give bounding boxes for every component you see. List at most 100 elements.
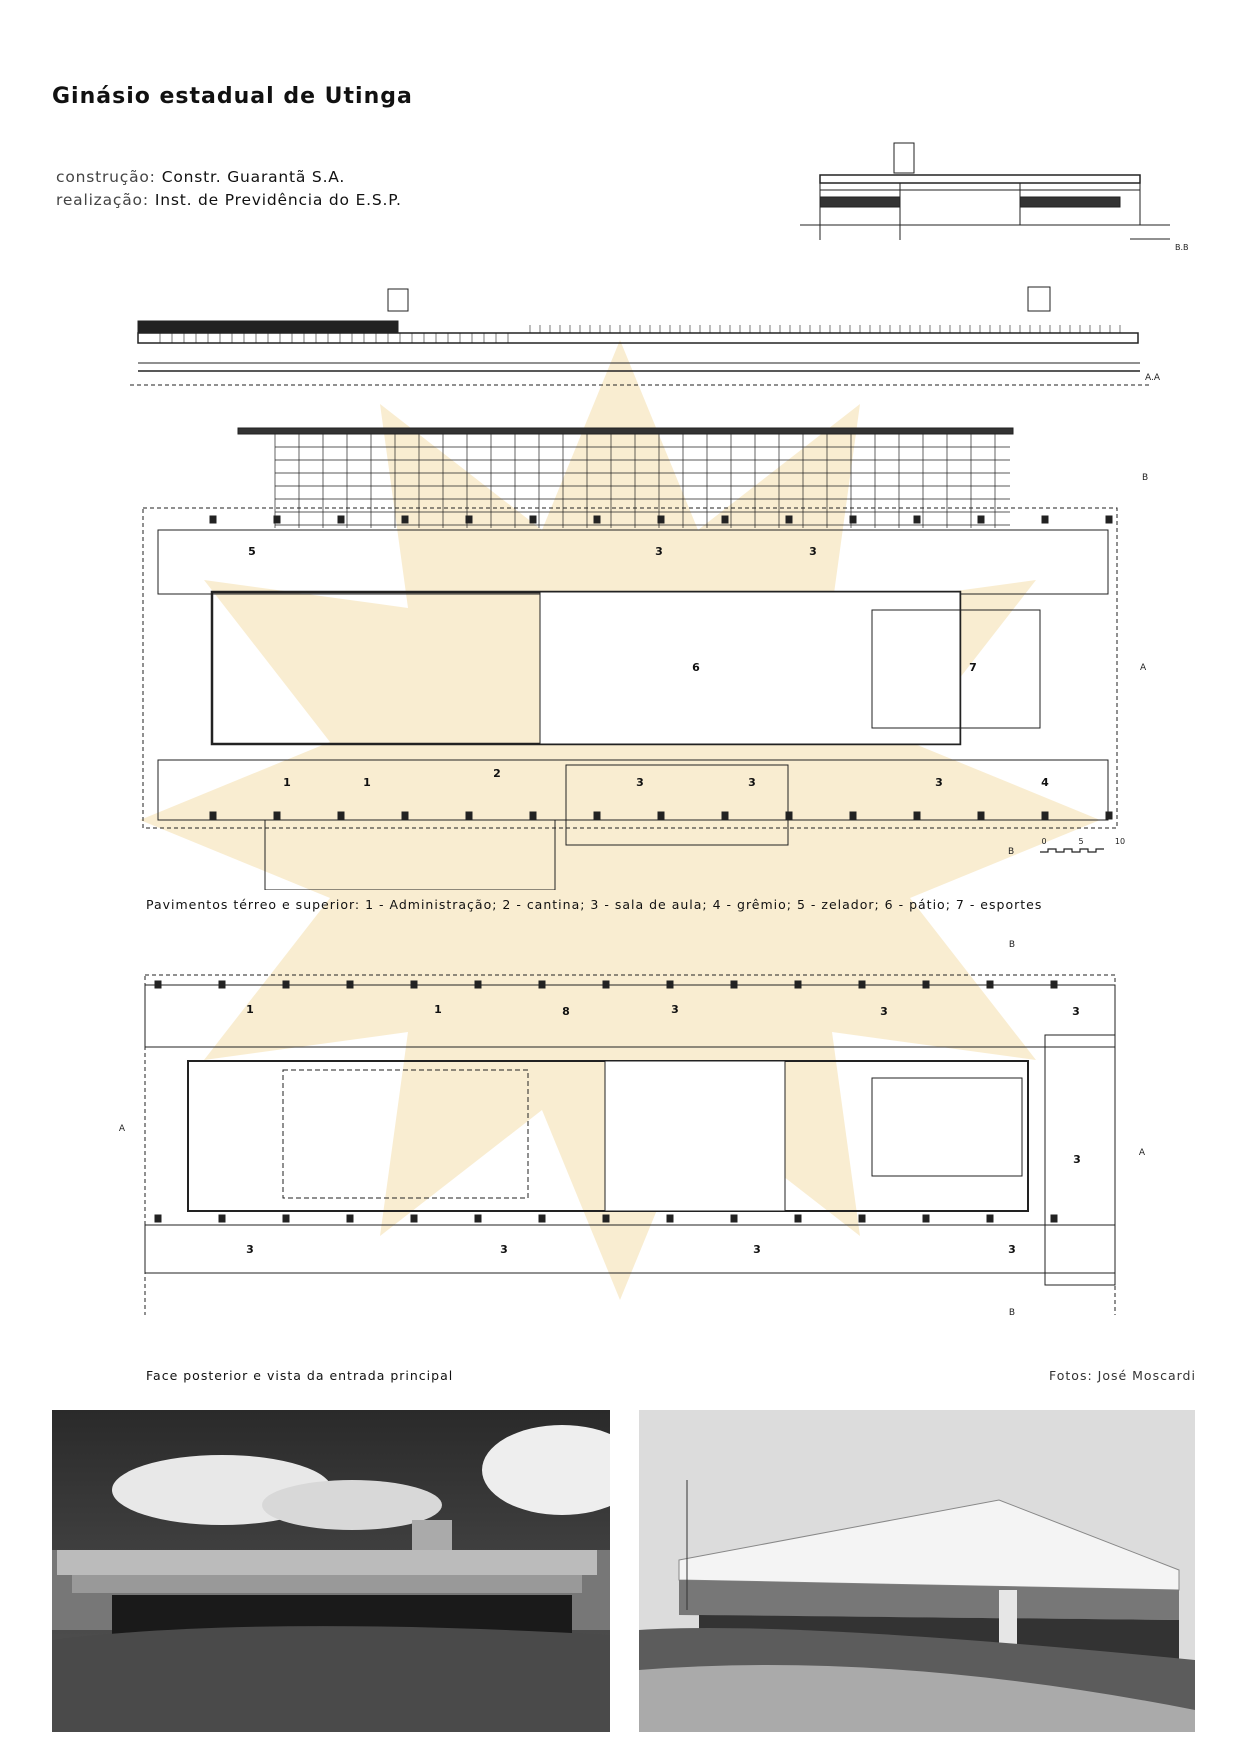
column xyxy=(986,980,994,989)
plan-ground-caption: Pavimentos térreo e superior: 1 - Admini… xyxy=(146,897,1043,912)
column xyxy=(1050,1214,1058,1223)
column xyxy=(337,811,345,820)
photo-rear-facade xyxy=(52,1410,610,1732)
room-number: 8 xyxy=(562,1005,570,1018)
credit-value: Inst. de Previdência do E.S.P. xyxy=(154,191,402,209)
column xyxy=(209,515,217,524)
column xyxy=(218,980,226,989)
section-bb-drawing: B.B xyxy=(800,142,1189,252)
column xyxy=(538,980,546,989)
column xyxy=(593,515,601,524)
room-number: 4 xyxy=(1041,776,1049,789)
room-number: 3 xyxy=(748,776,756,789)
room-number: 2 xyxy=(493,767,501,780)
photos-caption: Face posterior e vista da entrada princi… xyxy=(146,1368,454,1383)
column xyxy=(730,1214,738,1223)
page-title: Ginásio estadual de Utinga xyxy=(52,84,413,109)
room-number: 6 xyxy=(692,661,700,674)
room-number: 3 xyxy=(1073,1153,1081,1166)
section-marker: B xyxy=(1142,473,1148,483)
column xyxy=(858,980,866,989)
column xyxy=(602,980,610,989)
room-number: 0 xyxy=(1041,837,1046,846)
room-number: 1 xyxy=(283,776,291,789)
credit-construction: construção: Constr. Guarantã S.A. xyxy=(56,168,345,186)
column xyxy=(346,980,354,989)
column xyxy=(913,811,921,820)
column xyxy=(474,980,482,989)
room-number: 3 xyxy=(636,776,644,789)
column xyxy=(273,515,281,524)
room-number: 10 xyxy=(1115,837,1125,846)
room-number: B xyxy=(1009,940,1015,950)
column xyxy=(913,515,921,524)
credit-label: construção: xyxy=(56,168,156,186)
column xyxy=(849,515,857,524)
room-number: A xyxy=(119,1124,126,1134)
section-aa-drawing: A.A xyxy=(130,286,1161,386)
column xyxy=(785,515,793,524)
column xyxy=(977,811,985,820)
credit-label: realização: xyxy=(56,191,149,209)
photo-main-entrance xyxy=(639,1410,1195,1732)
column xyxy=(1105,515,1113,524)
column xyxy=(465,811,473,820)
column xyxy=(273,811,281,820)
credit-value: Constr. Guarantã S.A. xyxy=(161,168,346,186)
column xyxy=(666,980,674,989)
room-number: 3 xyxy=(500,1243,508,1256)
room-number: A xyxy=(1139,1148,1146,1158)
room-number: 5 xyxy=(248,545,256,558)
room-number: 3 xyxy=(809,545,817,558)
column xyxy=(922,980,930,989)
column xyxy=(154,1214,162,1223)
room-number: 3 xyxy=(753,1243,761,1256)
section-bb-label: B.B xyxy=(1175,243,1189,252)
column xyxy=(1105,811,1113,820)
column xyxy=(529,811,537,820)
column xyxy=(465,515,473,524)
photos-credit: Fotos: José Moscardi xyxy=(1049,1368,1196,1383)
column xyxy=(401,515,409,524)
room-number: 3 xyxy=(655,545,663,558)
column xyxy=(282,1214,290,1223)
column xyxy=(785,811,793,820)
column xyxy=(401,811,409,820)
room-number: 3 xyxy=(671,1003,679,1016)
section-aa-label: A.A xyxy=(1145,373,1161,383)
column xyxy=(730,980,738,989)
column xyxy=(346,1214,354,1223)
room-number: 3 xyxy=(935,776,943,789)
column xyxy=(986,1214,994,1223)
room-number: 1 xyxy=(434,1003,442,1016)
room-number: 5 xyxy=(1078,837,1083,846)
column xyxy=(593,811,601,820)
column xyxy=(1041,811,1049,820)
room-number: 3 xyxy=(246,1243,254,1256)
column xyxy=(474,1214,482,1223)
column xyxy=(154,980,162,989)
column xyxy=(282,980,290,989)
column xyxy=(794,980,802,989)
room-number: 7 xyxy=(969,661,977,674)
column xyxy=(529,515,537,524)
column xyxy=(410,1214,418,1223)
column xyxy=(858,1214,866,1223)
plan-ground-floor: B A B 5 3 3 6 7 1 1 2 3 3 3 4 0 5 10 xyxy=(142,427,1148,890)
column xyxy=(410,980,418,989)
room-number: 3 xyxy=(880,1005,888,1018)
column xyxy=(721,811,729,820)
column xyxy=(977,515,985,524)
section-marker: B xyxy=(1008,847,1014,857)
column xyxy=(538,1214,546,1223)
column xyxy=(657,811,665,820)
section-marker: A xyxy=(1140,663,1147,673)
room-number: 3 xyxy=(1008,1243,1016,1256)
column xyxy=(1041,515,1049,524)
column xyxy=(794,1214,802,1223)
column xyxy=(922,1214,930,1223)
column xyxy=(602,1214,610,1223)
room-number: 1 xyxy=(363,776,371,789)
room-number: 3 xyxy=(1072,1005,1080,1018)
